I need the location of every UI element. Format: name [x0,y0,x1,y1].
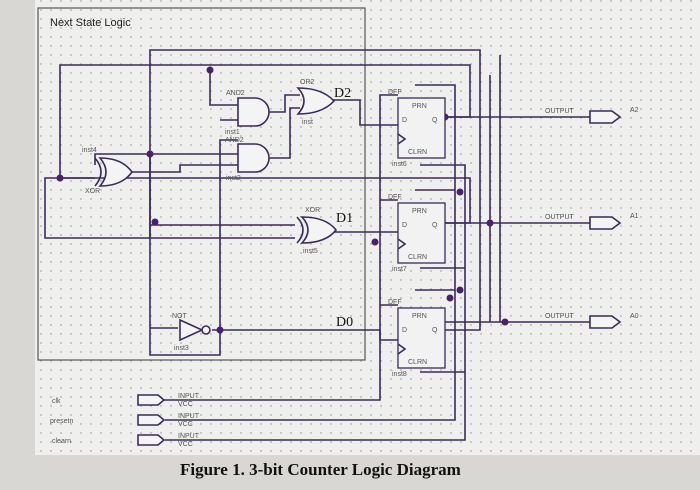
input-pin-presetn[interactable]: presetn INPUT VCC [50,413,200,428]
and-gate-bottom[interactable]: AND2 inst2 [225,137,270,182]
junction-dot [216,326,224,334]
wire-clear-bus [165,164,466,441]
xor-mid-inst: inst5 [303,248,318,255]
dff-2-type: DFF [388,89,402,96]
not-type: NOT [172,313,188,320]
junction-dots [56,66,509,334]
input-clk-name: clk [52,398,61,405]
input-pin-clearn[interactable]: clearn INPUT VCC [52,433,200,448]
dff-1-clrn: CLRN [408,254,427,261]
signal-d2: D2 [334,86,351,101]
wire-q0-to-and [219,139,238,330]
figure-caption: Figure 1. 3-bit Counter Logic Diagram [180,460,461,479]
junction-dot [146,150,154,158]
or-inst: inst [302,119,313,126]
input-clearn-vcc: VCC [178,441,193,448]
dff-2-inst: inst6 [392,161,407,168]
output-a0-type: OUTPUT [545,313,575,320]
input-clearn-type: INPUT [178,433,200,440]
dff-1-type: DFF [388,194,402,201]
junction-dot [206,66,214,74]
xor-left-type: XOR [85,188,100,195]
and-gate-top[interactable]: AND2 inst1 [225,90,270,136]
wire-clk-bus [160,94,398,401]
wire-d2 [332,99,398,126]
grid-dots [35,0,700,455]
dff-0-prn: PRN [412,313,427,320]
dff-2[interactable]: DFF PRN D Q CLRN inst6 [388,89,446,168]
dff-2-clrn: CLRN [408,149,427,156]
output-a1-name: A1 [630,213,639,220]
junction-dot [501,318,509,326]
dff-0-d: D [402,327,407,334]
dff-1-q: Q [432,222,438,229]
and-top-type: AND2 [226,90,245,97]
input-presetn-type: INPUT [178,413,200,420]
input-clearn-name: clearn [52,438,71,445]
output-a1-type: OUTPUT [545,214,575,221]
dff-1-d: D [402,222,407,229]
wires [44,49,590,441]
or-gate[interactable]: OR2 inst D2 [296,79,351,126]
output-pin-a2[interactable]: OUTPUT A2 [545,107,639,124]
xor-mid-type: XOR [305,207,320,214]
junction-dot [151,218,159,226]
wire-and-bot-out [268,107,300,159]
wire-and-top-out [268,94,300,113]
junction-dot [456,286,464,294]
dff-1[interactable]: DFF PRN D Q CLRN inst7 [388,194,446,273]
dff-2-q: Q [432,117,438,124]
xor-gate-left[interactable]: inst4 XOR [82,147,133,195]
dff-1-inst: inst7 [392,266,407,273]
junction-dot [486,219,494,227]
output-pin-a0[interactable]: OUTPUT A0 [545,313,639,329]
wire-q0-feedback [149,49,481,356]
junction-dot [456,188,464,196]
dff-0-clrn: CLRN [408,359,427,366]
input-presetn-name: presetn [50,418,73,425]
xor-gate-middle[interactable]: XOR inst5 D1 [296,207,353,255]
dff-0[interactable]: DFF PRN D Q CLRN inst8 [388,299,446,378]
junction-dot [56,174,64,182]
input-presetn-vcc: VCC [178,421,193,428]
wire-preset-bus [165,84,456,421]
output-pin-a1[interactable]: OUTPUT A1 [545,213,639,230]
not-gate[interactable]: NOT inst3 D0 [172,313,353,352]
and-top-inst: inst1 [225,129,240,136]
dff-2-d: D [402,117,407,124]
wire-q1-to-xor-left [94,153,150,165]
or-type: OR2 [300,79,315,86]
signal-d0: D0 [336,315,353,330]
dff-2-prn: PRN [412,103,427,110]
dff-1-prn: PRN [412,208,427,215]
output-a2-name: A2 [630,107,639,114]
not-inst: inst3 [174,345,189,352]
wire-xor-left-out [130,164,238,173]
input-pin-clk[interactable]: clk INPUT VCC [52,393,200,408]
and-bottom-type: AND2 [225,137,244,144]
next-state-logic-boundary [37,7,366,361]
junction-dot [446,294,454,302]
output-a0-name: A0 [630,313,639,320]
and-bottom-inst: inst2 [226,175,241,182]
dff-0-inst: inst8 [392,371,407,378]
input-clk-vcc: VCC [178,401,193,408]
section-title: Next State Logic [50,17,131,29]
signal-d1: D1 [336,211,353,226]
wire-q2-to-and-top [209,70,238,106]
output-a2-type: OUTPUT [545,108,575,115]
xor-left-inst: inst4 [82,147,97,154]
input-clk-type: INPUT [178,393,200,400]
dff-0-type: DFF [388,299,402,306]
junction-dot [371,238,379,246]
dff-0-q: Q [432,327,438,334]
